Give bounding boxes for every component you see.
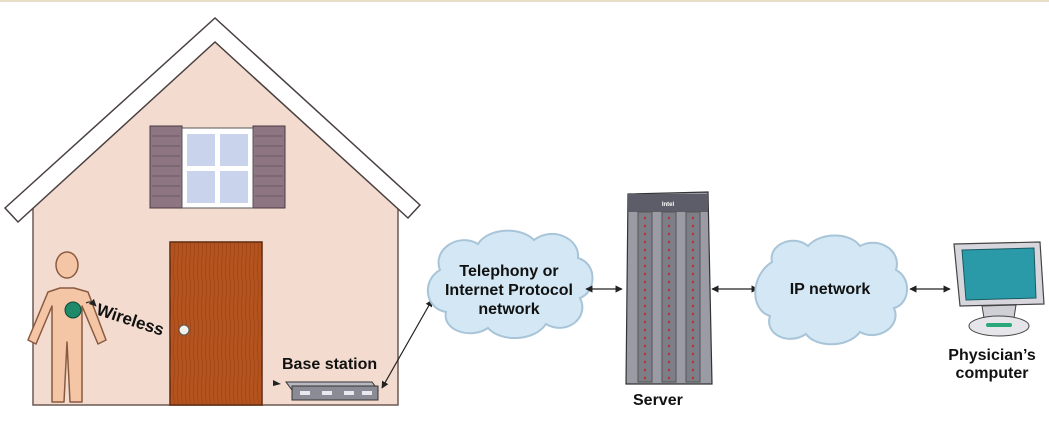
telephony-cloud bbox=[426, 229, 594, 340]
server-led bbox=[643, 376, 647, 380]
server-led bbox=[691, 336, 695, 340]
door-knob bbox=[178, 324, 190, 336]
left-shutter bbox=[149, 125, 183, 209]
server-led bbox=[691, 296, 695, 300]
house-roof-trim bbox=[3, 16, 422, 224]
server-led bbox=[667, 304, 671, 308]
server-led bbox=[667, 336, 671, 340]
server-led bbox=[691, 320, 695, 324]
server-leds bbox=[643, 216, 695, 380]
ip-network-label: IP network bbox=[789, 281, 871, 298]
server-led bbox=[691, 248, 695, 252]
server-led bbox=[667, 232, 671, 236]
server-led bbox=[691, 256, 695, 260]
server-led bbox=[691, 312, 695, 316]
door bbox=[169, 241, 263, 406]
server-led bbox=[643, 368, 647, 372]
server-led bbox=[691, 360, 695, 364]
server-led bbox=[667, 224, 671, 228]
server-led bbox=[691, 216, 695, 220]
server-led bbox=[643, 304, 647, 308]
patient bbox=[27, 251, 107, 403]
server-led bbox=[643, 232, 647, 236]
server-led bbox=[691, 288, 695, 292]
server-led bbox=[691, 272, 695, 276]
server-led bbox=[667, 248, 671, 252]
physicians-computer bbox=[953, 241, 1045, 337]
server-led bbox=[667, 320, 671, 324]
server-led bbox=[643, 216, 647, 220]
telephony-network-label: Telephony or Internet Protocol network bbox=[444, 263, 573, 318]
server-led bbox=[667, 360, 671, 364]
server-led bbox=[667, 272, 671, 276]
server-led bbox=[667, 352, 671, 356]
server-led bbox=[667, 368, 671, 372]
server-led bbox=[691, 280, 695, 284]
server-led bbox=[691, 352, 695, 356]
server-led bbox=[643, 320, 647, 324]
server-led bbox=[691, 328, 695, 332]
server-led bbox=[667, 256, 671, 260]
physicians-computer-label: Physician’s computer bbox=[948, 347, 1036, 382]
base-station-label: Base station bbox=[282, 356, 378, 373]
server-led bbox=[643, 296, 647, 300]
link-base-to-network bbox=[381, 299, 433, 389]
server-brand: Intel bbox=[662, 202, 675, 208]
server-led bbox=[691, 232, 695, 236]
server-led bbox=[667, 376, 671, 380]
server-led bbox=[691, 224, 695, 228]
window bbox=[149, 125, 286, 209]
monitor-screen bbox=[961, 247, 1037, 301]
server-led bbox=[643, 264, 647, 268]
server-led bbox=[667, 280, 671, 284]
server-led bbox=[667, 312, 671, 316]
server-led bbox=[643, 248, 647, 252]
server-led bbox=[643, 256, 647, 260]
server-label: Server bbox=[633, 392, 683, 409]
server-led bbox=[643, 288, 647, 292]
server-led bbox=[643, 352, 647, 356]
server-led bbox=[667, 328, 671, 332]
server-led bbox=[691, 368, 695, 372]
base-station bbox=[273, 380, 379, 401]
server-led bbox=[691, 240, 695, 244]
server-led bbox=[691, 304, 695, 308]
server-led bbox=[667, 296, 671, 300]
server-led bbox=[643, 336, 647, 340]
server-led bbox=[643, 224, 647, 228]
server-led bbox=[691, 376, 695, 380]
heart-sensor bbox=[64, 301, 82, 319]
server-led bbox=[667, 216, 671, 220]
house bbox=[3, 16, 422, 406]
server: Intel bbox=[625, 191, 713, 385]
server-led bbox=[667, 240, 671, 244]
server-led bbox=[667, 264, 671, 268]
server-led bbox=[643, 312, 647, 316]
server-led bbox=[643, 240, 647, 244]
wireless-arrow bbox=[85, 298, 97, 307]
server-led bbox=[667, 288, 671, 292]
server-led bbox=[643, 272, 647, 276]
ip-network-cloud bbox=[754, 234, 908, 346]
server-led bbox=[643, 280, 647, 284]
server-led bbox=[667, 344, 671, 348]
server-led bbox=[691, 344, 695, 348]
server-led bbox=[643, 344, 647, 348]
server-led bbox=[691, 264, 695, 268]
right-shutter bbox=[252, 125, 286, 209]
server-led bbox=[643, 328, 647, 332]
server-led bbox=[643, 360, 647, 364]
